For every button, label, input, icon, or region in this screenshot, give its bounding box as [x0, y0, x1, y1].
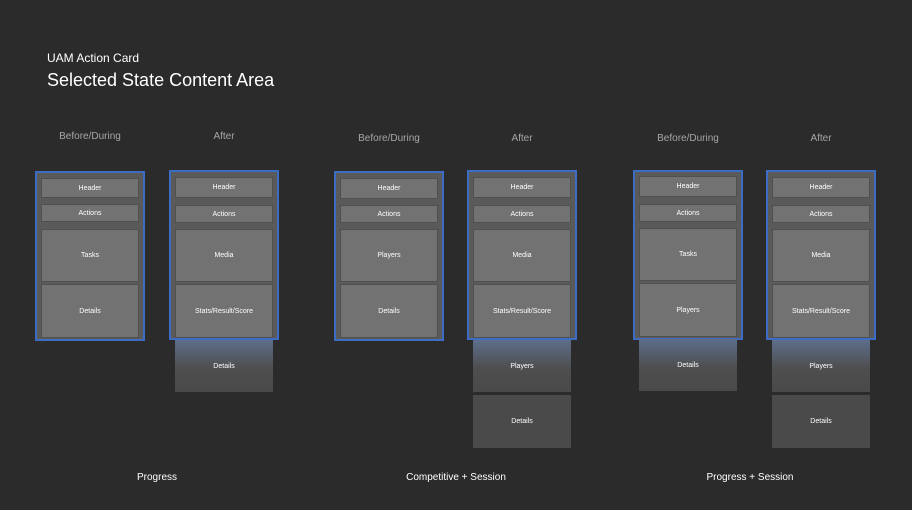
column-label: After — [511, 133, 533, 144]
section-actions: Actions — [340, 205, 438, 223]
overflow-details: Details — [639, 339, 737, 391]
section-stats-result-score: Stats/Result/Score — [772, 284, 870, 338]
page-subtitle: UAM Action Card — [47, 51, 140, 65]
section-header: Header — [41, 178, 139, 198]
section-header: Header — [340, 178, 438, 199]
section-media: Media — [175, 229, 273, 282]
overflow-players: Players — [772, 340, 870, 392]
column-label: Before/During — [59, 131, 121, 142]
overflow-players: Players — [473, 340, 571, 392]
overflow-details: Details — [772, 395, 870, 448]
column-label: Before/During — [657, 133, 719, 144]
section-details: Details — [340, 284, 438, 338]
section-actions: Actions — [175, 205, 273, 223]
section-actions: Actions — [473, 205, 571, 223]
section-header: Header — [175, 177, 273, 198]
card-competitive-after: Header Actions Media Stats/Result/Score … — [467, 170, 577, 448]
card-progress-session-before: Header Actions Tasks Players Details — [633, 170, 743, 392]
overflow-details: Details — [473, 395, 571, 448]
section-header: Header — [639, 176, 737, 197]
section-players: Players — [639, 283, 737, 337]
section-actions: Actions — [772, 205, 870, 223]
section-header: Header — [473, 177, 571, 198]
page-title: Selected State Content Area — [47, 70, 275, 90]
card-progress-session-after: Header Actions Media Stats/Result/Score … — [766, 170, 876, 448]
column-label: After — [810, 133, 832, 144]
group-label: Progress — [136, 472, 177, 483]
section-tasks: Tasks — [41, 229, 139, 282]
column-label: After — [213, 131, 235, 142]
section-details: Details — [41, 284, 139, 338]
group-label: Progress + Session — [706, 472, 794, 483]
column-label: Before/During — [358, 133, 420, 144]
section-actions: Actions — [41, 204, 139, 222]
section-tasks: Tasks — [639, 228, 737, 281]
card-progress-before: Header Actions Tasks Details — [35, 171, 145, 343]
overflow-details: Details — [175, 340, 273, 392]
section-media: Media — [772, 229, 870, 282]
group-label: Competitive + Session — [406, 472, 506, 483]
section-header: Header — [772, 177, 870, 198]
section-players: Players — [340, 229, 438, 282]
card-competitive-before: Header Actions Players Details — [334, 171, 444, 343]
section-actions: Actions — [639, 204, 737, 222]
section-media: Media — [473, 229, 571, 282]
section-stats-result-score: Stats/Result/Score — [175, 284, 273, 338]
card-progress-after: Header Actions Media Stats/Result/Score … — [169, 170, 279, 392]
section-stats-result-score: Stats/Result/Score — [473, 284, 571, 338]
